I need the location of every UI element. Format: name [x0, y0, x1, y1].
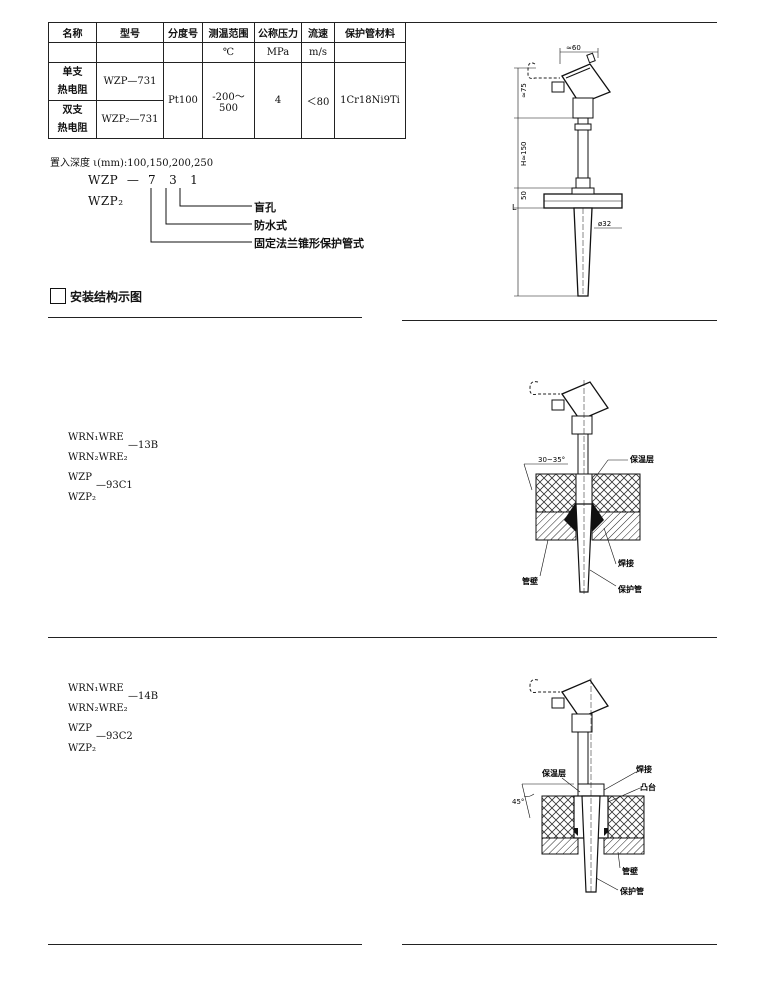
header-name: 名称 — [48, 22, 97, 43]
row1-name: 单支 热电阻 — [48, 62, 97, 101]
model-code-line1: WZP — 7 3 1 — [88, 173, 199, 187]
row1-model: WZP—731 — [96, 62, 164, 101]
label-insulation: 保温层 — [629, 454, 654, 464]
divider — [48, 637, 717, 638]
model-code-leaders — [150, 188, 252, 243]
label-protect-tube-3: 保护管 — [619, 886, 644, 896]
angle-45-label: 45° — [512, 798, 524, 806]
section2-suffix1: —14B — [128, 691, 159, 702]
code-label-blind: 盲孔 — [254, 201, 276, 214]
dim-60: ≈60 — [566, 44, 581, 52]
cell-material: 1Cr18Ni9Ti — [334, 62, 406, 139]
unit-mpa: MPa — [254, 42, 302, 63]
divider — [48, 317, 362, 318]
code-label-flange: 固定法兰锥形保护管式 — [254, 237, 364, 250]
depth-note: 置入深度 ι(mm):100,150,200,250 — [50, 158, 214, 169]
section1-suffix2: —93C1 — [96, 480, 133, 491]
angle-label: 30~35° — [538, 456, 565, 464]
section1-suffix1: —13B — [128, 440, 159, 451]
cell-graduation: Pt100 — [163, 62, 203, 139]
dim-75: ≈75 — [520, 83, 528, 98]
installation-diagram-cone: 30~35° 保温层 焊接 保护管 管壁 — [522, 380, 654, 594]
cell-pressure: 4 — [254, 62, 302, 139]
divider — [402, 944, 717, 945]
dim-32: ø32 — [598, 220, 611, 228]
cell-velocity: ＜80 — [301, 62, 335, 139]
label-protect-tube: 保护管 — [617, 584, 642, 594]
section2-models: WRN₁WRE WRN₂WRE₂ WZP WZP₂ — [68, 683, 128, 754]
header-range: 测温范围 — [202, 22, 255, 43]
label-insulation-3: 保温层 — [541, 768, 566, 778]
divider — [402, 320, 717, 321]
dim-l: L — [512, 203, 517, 212]
unit-celsius: ℃ — [202, 42, 255, 63]
label-weld-3: 焊接 — [636, 764, 652, 774]
section1-models: WRN₁WRE WRN₂WRE₂ WZP WZP₂ — [68, 432, 128, 503]
divider — [48, 944, 362, 945]
cell-range: -200～500 — [202, 62, 255, 139]
label-weld: 焊接 — [618, 558, 634, 568]
spec-table: 名称 型号 分度号 测温范围 公称压力 流速 保护管材料 ℃ MPa m/s 单… — [48, 22, 406, 139]
row2-name: 双支 热电阻 — [48, 100, 97, 139]
flange-thermometer-diagram: ≈60 ≈75 H≈150 50 L ø32 — [512, 44, 623, 297]
label-boss: 凸台 — [640, 782, 656, 792]
header-pressure: 公称压力 — [254, 22, 302, 43]
code-label-waterproof: 防水式 — [254, 219, 287, 232]
divider — [402, 22, 717, 23]
unit-ms: m/s — [301, 42, 335, 63]
header-material: 保护管材料 — [334, 22, 406, 43]
title-box-icon — [50, 288, 66, 304]
label-pipe-wall-3: 管壁 — [622, 866, 638, 876]
section2-suffix2: —93C2 — [96, 731, 133, 742]
row2-model: WZP₂—731 — [96, 100, 164, 139]
dim-h: H≈150 — [520, 142, 528, 167]
label-pipe-wall: 管壁 — [522, 576, 538, 586]
header-model: 型号 — [96, 22, 164, 43]
installation-diagram-boss: 45° 保温层 焊接 凸台 管壁 保护管 — [512, 678, 656, 896]
install-title: 安装结构示图 — [70, 290, 143, 304]
dim-50: 50 — [520, 191, 528, 200]
model-code-line2: WZP₂ — [88, 194, 124, 208]
header-velocity: 流速 — [301, 22, 335, 43]
header-graduation: 分度号 — [163, 22, 203, 43]
